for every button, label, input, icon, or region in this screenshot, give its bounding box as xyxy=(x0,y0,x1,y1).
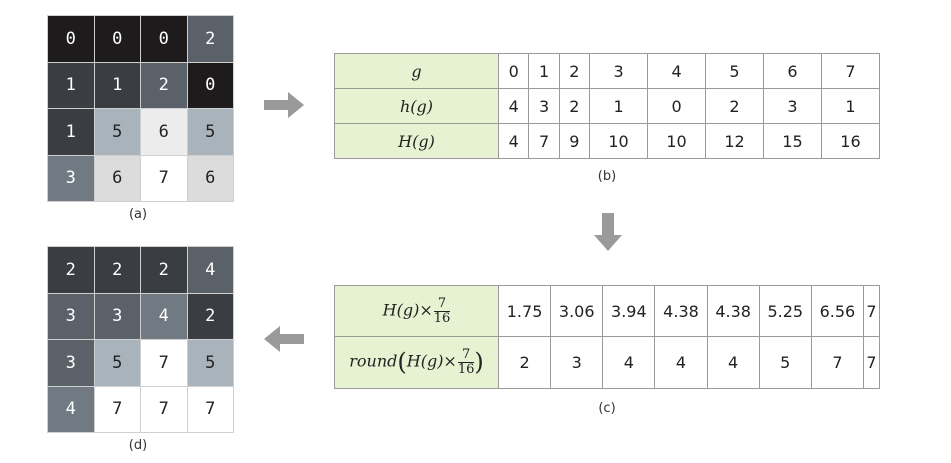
table-cell: 1 xyxy=(528,53,560,89)
pixel-cell: 5 xyxy=(187,109,233,155)
arrow-left-icon xyxy=(264,326,304,352)
table-cell: 0 xyxy=(497,53,530,89)
arrow-down-icon xyxy=(594,213,622,251)
pixel-cell: 7 xyxy=(94,386,140,432)
table-cell: 7 xyxy=(528,123,560,159)
table-cell: 9 xyxy=(558,123,591,159)
table-cell: 5 xyxy=(758,336,812,389)
table-cell: 4 xyxy=(647,53,707,89)
table-cell: 7 xyxy=(862,336,881,389)
pixel-cell: 5 xyxy=(187,340,233,386)
pixel-cell: 0 xyxy=(141,16,187,62)
table-cell: 4 xyxy=(654,336,708,389)
pixel-cell: 7 xyxy=(141,340,187,386)
pixel-cell: 7 xyxy=(141,155,187,201)
table-cell: 5 xyxy=(705,53,764,89)
table-cell: 7 xyxy=(862,285,881,337)
pixel-cell: 2 xyxy=(94,247,140,293)
pixel-cell: 2 xyxy=(187,293,233,339)
table-cell: 5.25 xyxy=(758,285,812,337)
pixel-cell: 6 xyxy=(94,155,140,201)
caption-a: (a) xyxy=(128,207,148,222)
pixel-cell: 7 xyxy=(187,386,233,432)
table-cell: 2 xyxy=(705,88,764,124)
row-label: g xyxy=(334,53,499,89)
pixel-cell: 1 xyxy=(94,62,140,108)
pixel-cell: 4 xyxy=(141,293,187,339)
table-cell: 6.56 xyxy=(810,285,864,337)
table-cell: 3 xyxy=(550,336,604,389)
row-label: H(g) xyxy=(334,123,499,159)
pixel-cell: 6 xyxy=(141,109,187,155)
table-cell: 16 xyxy=(820,123,881,159)
table-cell: 12 xyxy=(705,123,764,159)
caption-b: (b) xyxy=(597,169,617,184)
pixel-cell: 2 xyxy=(141,62,187,108)
row-label: h(g) xyxy=(334,88,499,124)
pixel-cell: 0 xyxy=(94,16,140,62)
pixel-cell: 3 xyxy=(94,293,140,339)
table-cell: 2 xyxy=(497,336,552,389)
table-cell: 3 xyxy=(528,88,560,124)
table-cell: 0 xyxy=(647,88,707,124)
arrow-right-icon xyxy=(264,92,304,118)
table-cell: 4.38 xyxy=(654,285,708,337)
table-cell: 15 xyxy=(762,123,822,159)
table-cell: 2 xyxy=(558,88,591,124)
table-cell: 4.38 xyxy=(706,285,760,337)
pixel-cell: 6 xyxy=(187,155,233,201)
table-cell: 7 xyxy=(810,336,864,389)
pixel-cell: 1 xyxy=(48,109,94,155)
pixel-cell: 7 xyxy=(141,386,187,432)
pixel-cell: 4 xyxy=(187,247,233,293)
table-cell: 2 xyxy=(558,53,591,89)
pixel-cell: 3 xyxy=(48,340,94,386)
table-cell: 4 xyxy=(497,88,530,124)
table-cell: 10 xyxy=(589,123,649,159)
table-cell: 6 xyxy=(762,53,822,89)
table-cell: 1.75 xyxy=(497,285,552,337)
pixel-cell: 2 xyxy=(48,247,94,293)
pixel-cell: 1 xyxy=(48,62,94,108)
caption-d: (d) xyxy=(128,438,148,453)
caption-c: (c) xyxy=(598,401,616,416)
pixel-cell: 2 xyxy=(187,16,233,62)
pixel-cell: 0 xyxy=(187,62,233,108)
table-cell: 4 xyxy=(706,336,760,389)
table-cell: 4 xyxy=(497,123,530,159)
table-cell: 4 xyxy=(602,336,656,389)
table-cell: 3.94 xyxy=(602,285,656,337)
table-cell: 10 xyxy=(647,123,707,159)
pixel-cell: 4 xyxy=(48,386,94,432)
pixel-cell: 5 xyxy=(94,109,140,155)
pixel-cell: 0 xyxy=(48,16,94,62)
table-cell: 3 xyxy=(762,88,822,124)
pixel-cell: 2 xyxy=(141,247,187,293)
table-cell: 1 xyxy=(589,88,649,124)
pixel-cell: 3 xyxy=(48,293,94,339)
table-cell: 3 xyxy=(589,53,649,89)
table-cell: 7 xyxy=(820,53,881,89)
pixel-cell: 3 xyxy=(48,155,94,201)
pixel-cell: 5 xyxy=(94,340,140,386)
table-cell: 1 xyxy=(820,88,881,124)
table-cell: 3.06 xyxy=(550,285,604,337)
